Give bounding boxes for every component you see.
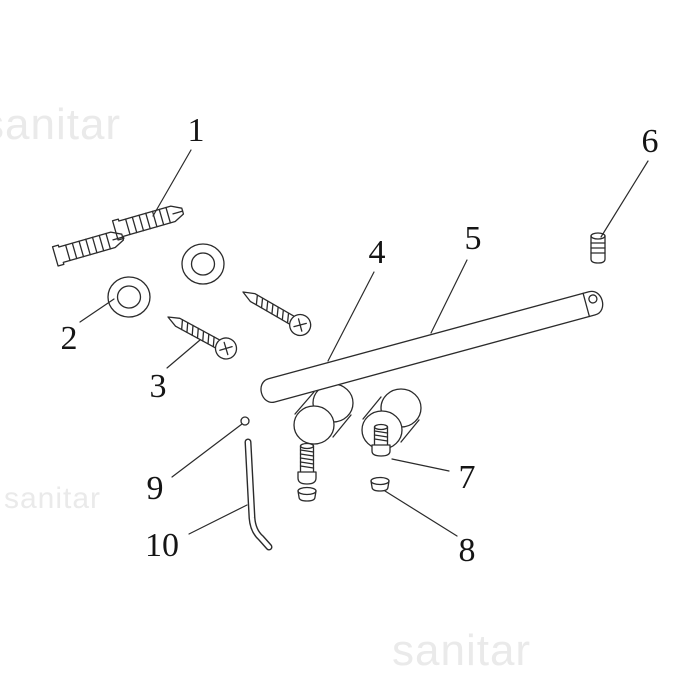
leader-line-1 (152, 149, 192, 217)
mounting-screw-upper-icon (242, 291, 312, 337)
mounting-screw-lower-icon (167, 316, 238, 360)
watermark-mid-left: sanitar (4, 482, 102, 515)
mount-post-right-icon (361, 388, 422, 450)
part-label-6: 6 (641, 123, 659, 160)
part-label-2: 2 (60, 320, 78, 357)
leader-lines (79, 149, 649, 537)
cover-cap-upper-icon (181, 243, 225, 285)
leader-line-5 (430, 259, 468, 334)
leader-line-4 (327, 271, 375, 362)
part-label-3: 3 (149, 368, 167, 405)
bar-icon (260, 290, 604, 403)
wall-anchor-lower-icon (51, 231, 125, 267)
part-label-1: 1 (187, 112, 205, 149)
washer-cap-left-icon (297, 486, 317, 502)
leader-line-2 (79, 298, 115, 323)
leader-line-3 (166, 339, 201, 369)
wall-anchor-upper-icon (111, 205, 185, 241)
ball-pin-icon (240, 416, 250, 426)
leader-line-9 (171, 423, 243, 478)
leader-line-7 (391, 458, 450, 472)
part-label-8: 8 (458, 532, 476, 569)
grub-screw-left-icon (297, 442, 317, 485)
leader-line-8 (384, 490, 458, 537)
part-label-10: 10 (145, 527, 179, 564)
part-label-7: 7 (458, 459, 476, 496)
hex-key-icon (244, 438, 273, 551)
part-label-9: 9 (146, 470, 164, 507)
watermark-bottom-right: sanitar (392, 626, 532, 675)
grub-screw-right-icon (371, 423, 391, 457)
end-stud-icon (590, 232, 606, 264)
cover-cap-lower-icon (107, 276, 151, 318)
part-label-4: 4 (368, 234, 386, 271)
leader-line-10 (188, 504, 248, 535)
washer-cap-right-icon (370, 476, 390, 492)
leader-line-6 (600, 160, 649, 238)
mount-post-left-icon (293, 383, 354, 445)
watermark-top-left: sanitar (0, 100, 122, 149)
part-label-5: 5 (464, 220, 482, 257)
